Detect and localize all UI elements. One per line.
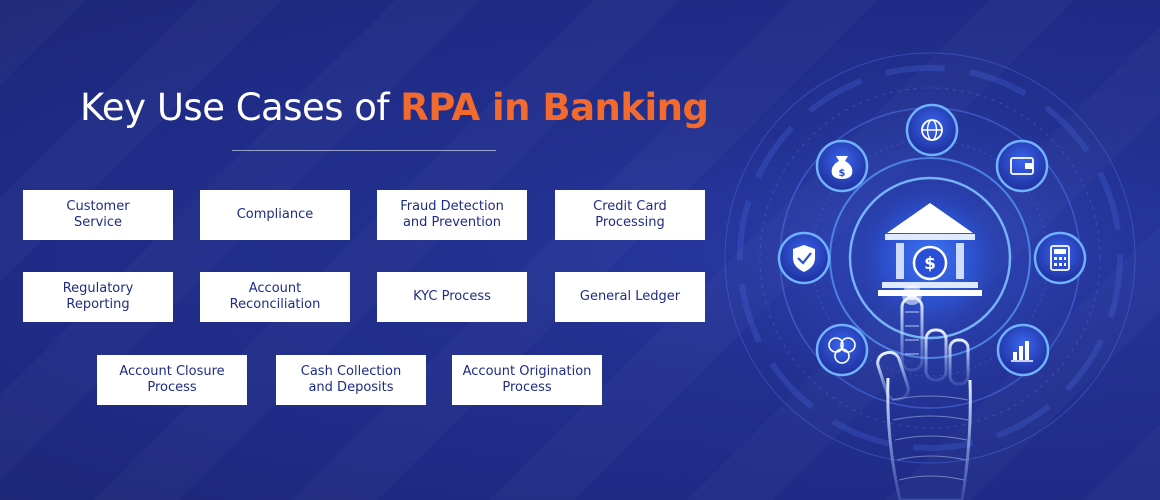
card-label: General Ledger: [579, 289, 681, 304]
title-divider: [232, 150, 496, 151]
card-regulatory-reporting: Regulatory Reporting: [23, 272, 173, 322]
svg-text:$: $: [839, 168, 846, 179]
shield-check-icon: [777, 231, 831, 285]
page-title: Key Use Cases of RPA in Banking: [80, 86, 709, 129]
card-compliance: Compliance: [200, 190, 350, 240]
card-label: Account Closure Process: [119, 364, 225, 395]
bank-icon: $: [878, 203, 982, 296]
money-bag-icon: $: [815, 139, 869, 193]
card-label: Fraud Detection and Prevention: [400, 199, 504, 230]
wallet-icon: [995, 139, 1049, 193]
title-highlight: RPA in Banking: [400, 86, 709, 129]
card-customer-service: Customer Service: [23, 190, 173, 240]
banking-illustration: $ $: [700, 28, 1160, 500]
card-label: KYC Process: [413, 289, 491, 304]
svg-text:$: $: [924, 254, 936, 274]
card-general-ledger: General Ledger: [555, 272, 705, 322]
card-fraud-detection: Fraud Detection and Prevention: [377, 190, 527, 240]
card-label: Customer Service: [66, 199, 130, 230]
globe-icon: [905, 103, 959, 157]
card-credit-card-processing: Credit Card Processing: [555, 190, 705, 240]
card-label: Account Origination Process: [462, 364, 592, 395]
card-kyc-process: KYC Process: [377, 272, 527, 322]
card-label: Cash Collection and Deposits: [300, 364, 402, 395]
card-label: Credit Card Processing: [593, 199, 667, 230]
card-label: Regulatory Reporting: [62, 281, 134, 312]
card-cash-collection: Cash Collection and Deposits: [276, 355, 426, 405]
dollar-coins-icon: [815, 323, 869, 377]
card-account-origination: Account Origination Process: [452, 355, 602, 405]
robot-hand-icon: [876, 285, 972, 500]
card-label: Account Reconciliation: [229, 281, 321, 312]
card-account-closure: Account Closure Process: [97, 355, 247, 405]
card-label: Compliance: [236, 207, 314, 222]
bar-chart-icon: [996, 323, 1050, 377]
core-ring: [848, 176, 1012, 340]
title-prefix: Key Use Cases of: [80, 86, 401, 129]
card-account-reconciliation: Account Reconciliation: [200, 272, 350, 322]
calculator-icon: [1033, 231, 1087, 285]
